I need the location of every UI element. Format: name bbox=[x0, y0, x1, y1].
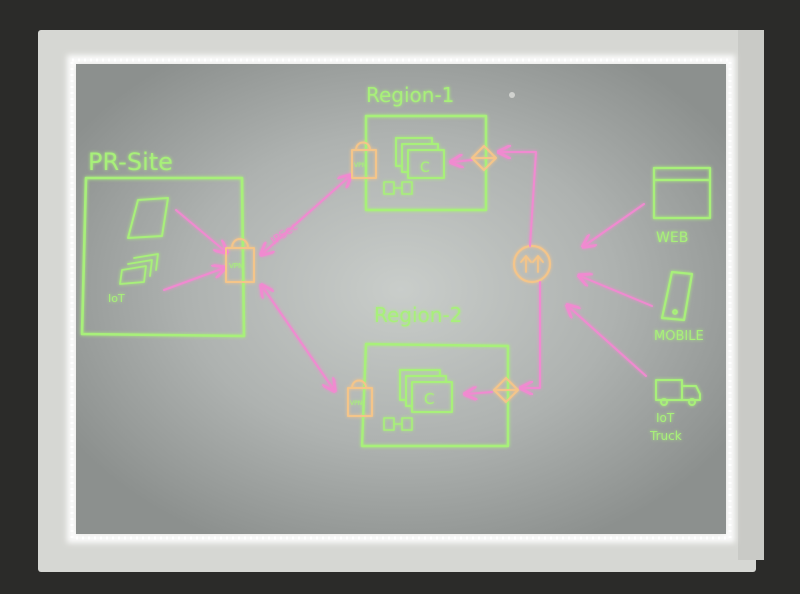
region1-group: Region-1 VPN C bbox=[351, 83, 497, 212]
web-label: WEB bbox=[656, 230, 688, 246]
pr-site-box bbox=[80, 176, 246, 338]
frame-right-rail bbox=[738, 30, 764, 560]
server-to-vpn-arrow bbox=[175, 209, 226, 252]
web-to-router-arrow bbox=[584, 203, 645, 246]
region1-lb-to-container-arrow bbox=[452, 160, 473, 162]
region1-db-replication-icon bbox=[383, 181, 413, 195]
led-strip bbox=[70, 58, 732, 540]
region2-db-replication-icon bbox=[383, 417, 413, 431]
ipsec-link-region1 bbox=[262, 176, 350, 254]
truck-label-line1: IoT bbox=[656, 411, 675, 425]
region1-title: Region-1 bbox=[366, 83, 454, 107]
router-to-region2-line bbox=[522, 281, 541, 388]
truck-label-line2: Truck bbox=[649, 429, 682, 443]
router-arrows-icon bbox=[520, 255, 544, 273]
pr-site-group: PR-Site IoT VPN bbox=[80, 148, 255, 338]
server-icon bbox=[127, 197, 169, 239]
glass-board bbox=[76, 64, 726, 534]
region2-load-balancer-icon bbox=[493, 377, 519, 403]
clients-group: WEB MOBILE IoT Truck bbox=[568, 166, 712, 443]
mobile-label: MOBILE bbox=[654, 329, 704, 344]
web-client-icon bbox=[652, 166, 712, 220]
router-to-region1-line bbox=[500, 152, 537, 247]
global-router-icon bbox=[512, 244, 552, 284]
region2-title: Region-2 bbox=[374, 303, 462, 327]
region2-box bbox=[360, 342, 510, 448]
region1-vpn-label: VPN bbox=[354, 162, 366, 169]
mobile-client-icon bbox=[660, 270, 694, 322]
iot-to-vpn-arrow bbox=[163, 268, 224, 291]
truck-client-icon bbox=[655, 379, 701, 406]
region2-vpn-label: VPN bbox=[350, 400, 362, 407]
iot-devices-icon bbox=[119, 253, 159, 285]
pr-site-title: PR-Site bbox=[88, 148, 173, 176]
truck-to-router-arrow bbox=[568, 306, 647, 377]
region2-container-stack-icon bbox=[399, 369, 453, 413]
board-magnet bbox=[509, 92, 515, 98]
pr-site-vpn-lock-icon bbox=[225, 238, 255, 283]
ipsec-link-region2 bbox=[262, 286, 334, 390]
region2-container-label: C bbox=[424, 390, 434, 408]
region1-load-balancer-icon bbox=[471, 145, 497, 171]
region1-container-stack-icon bbox=[395, 137, 445, 179]
region2-group: Region-2 VPN C bbox=[347, 303, 519, 448]
region2-lb-to-container-arrow bbox=[466, 392, 493, 394]
iot-label: IoT bbox=[108, 292, 125, 305]
pr-site-vpn-label: VPN bbox=[229, 262, 243, 270]
region1-vpn-lock-icon bbox=[351, 141, 377, 179]
global-router-group bbox=[500, 152, 552, 388]
region1-container-label: C bbox=[420, 160, 430, 176]
region2-vpn-lock-icon bbox=[347, 379, 373, 417]
mobile-to-router-arrow bbox=[580, 276, 653, 307]
